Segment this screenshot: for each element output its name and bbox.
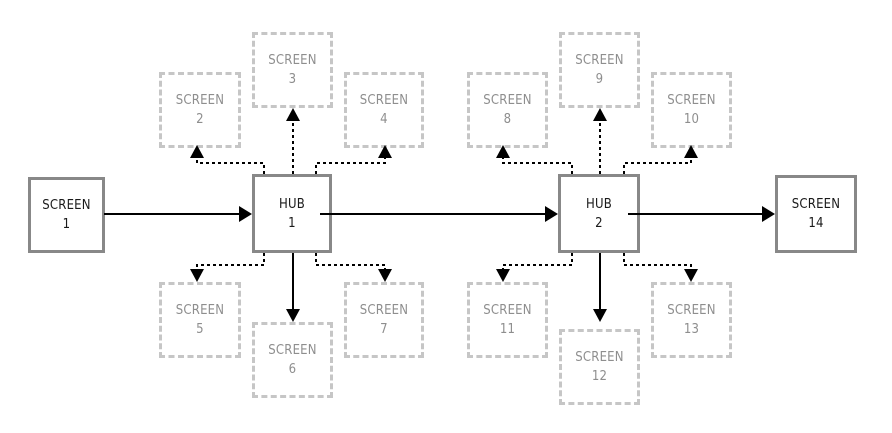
node-screen-9[interactable]: SCREEN 9 xyxy=(559,32,640,108)
node-screen-10[interactable]: SCREEN 10 xyxy=(651,72,732,148)
node-hub-2[interactable]: HUB 2 xyxy=(558,174,640,253)
edge-line xyxy=(623,157,692,174)
arrowhead-icon xyxy=(239,206,252,222)
edge-line xyxy=(196,157,265,174)
node-number: 8 xyxy=(503,112,512,127)
edge-line xyxy=(315,253,386,270)
node-number: 11 xyxy=(499,322,516,337)
node-screen-2[interactable]: SCREEN 2 xyxy=(159,72,241,148)
node-number: 2 xyxy=(196,112,204,127)
node-title: SCREEN xyxy=(268,343,317,358)
edge-hub-2-to-screen-11 xyxy=(496,253,573,282)
edge-line xyxy=(502,157,573,174)
node-title: SCREEN xyxy=(359,303,409,318)
edge-hub-2-to-screen-14 xyxy=(628,206,775,222)
edge-hub-2-to-screen-13 xyxy=(623,253,698,282)
arrowhead-icon xyxy=(593,309,607,322)
arrowhead-icon xyxy=(545,206,558,222)
node-title: SCREEN xyxy=(42,198,91,213)
node-number: 9 xyxy=(595,72,604,87)
node-title: SCREEN xyxy=(667,303,716,318)
node-screen-12[interactable]: SCREEN 12 xyxy=(559,329,640,405)
arrowhead-icon xyxy=(684,269,698,282)
edge-line xyxy=(315,157,386,174)
edge-line xyxy=(623,253,692,270)
arrowhead-icon xyxy=(286,108,300,121)
arrowhead-icon xyxy=(762,206,775,222)
node-title: SCREEN xyxy=(268,53,317,68)
node-title: SCREEN xyxy=(791,197,841,212)
edge-hub-1-to-screen-3 xyxy=(286,108,300,174)
node-number: 1 xyxy=(288,215,296,231)
edge-hub-2-to-screen-10 xyxy=(623,145,698,174)
node-number: 2 xyxy=(595,215,603,231)
arrowhead-icon xyxy=(378,269,392,282)
node-number: 6 xyxy=(288,362,297,377)
node-number: 7 xyxy=(380,322,388,337)
node-number: 13 xyxy=(683,322,700,337)
node-title: SCREEN xyxy=(359,93,409,108)
edge-hub-1-to-screen-5 xyxy=(190,253,265,282)
node-title: SCREEN xyxy=(575,350,624,365)
edge-line xyxy=(502,253,573,270)
node-hub-1[interactable]: HUB 1 xyxy=(252,174,332,253)
node-number: 10 xyxy=(683,112,700,127)
node-title: SCREEN xyxy=(667,93,716,108)
arrowhead-icon xyxy=(286,309,300,322)
node-screen-3[interactable]: SCREEN 3 xyxy=(252,32,333,108)
node-title: SCREEN xyxy=(575,53,624,68)
node-number: 4 xyxy=(380,112,388,127)
arrowhead-icon xyxy=(496,269,510,282)
node-screen-5[interactable]: SCREEN 5 xyxy=(159,282,241,358)
node-screen-11[interactable]: SCREEN 11 xyxy=(467,282,548,358)
node-screen-1[interactable]: SCREEN 1 xyxy=(28,177,105,253)
node-screen-7[interactable]: SCREEN 7 xyxy=(344,282,424,358)
node-number: 14 xyxy=(808,216,824,231)
node-screen-4[interactable]: SCREEN 4 xyxy=(344,72,424,148)
node-title: SCREEN xyxy=(175,93,225,108)
edge-hub-1-to-screen-6 xyxy=(286,253,300,322)
node-number: 1 xyxy=(62,217,71,232)
node-number: 5 xyxy=(196,322,204,337)
edge-hub-2-to-screen-9 xyxy=(593,108,607,174)
edge-hub-1-to-screen-2 xyxy=(190,145,265,174)
node-number: 12 xyxy=(591,369,608,384)
node-title: SCREEN xyxy=(483,303,532,318)
node-screen-6[interactable]: SCREEN 6 xyxy=(252,322,333,398)
arrowhead-icon xyxy=(190,269,204,282)
edge-hub-1-to-screen-4 xyxy=(315,145,392,174)
edge-hub-1-to-hub-2 xyxy=(320,206,558,222)
node-title: SCREEN xyxy=(175,303,225,318)
edge-hub-2-to-screen-8 xyxy=(496,145,573,174)
edge-line xyxy=(196,253,265,270)
arrowhead-icon xyxy=(593,108,607,121)
node-screen-14[interactable]: SCREEN 14 xyxy=(775,175,857,253)
node-title: SCREEN xyxy=(483,93,532,108)
edge-hub-1-to-screen-7 xyxy=(315,253,392,282)
node-title: HUB xyxy=(279,196,305,212)
node-screen-13[interactable]: SCREEN 13 xyxy=(651,282,732,358)
node-number: 3 xyxy=(288,72,297,87)
node-title: HUB xyxy=(586,196,612,212)
node-screen-8[interactable]: SCREEN 8 xyxy=(467,72,548,148)
edge-hub-2-to-screen-12 xyxy=(593,253,607,322)
edge-screen-1-to-hub-1 xyxy=(104,206,252,222)
